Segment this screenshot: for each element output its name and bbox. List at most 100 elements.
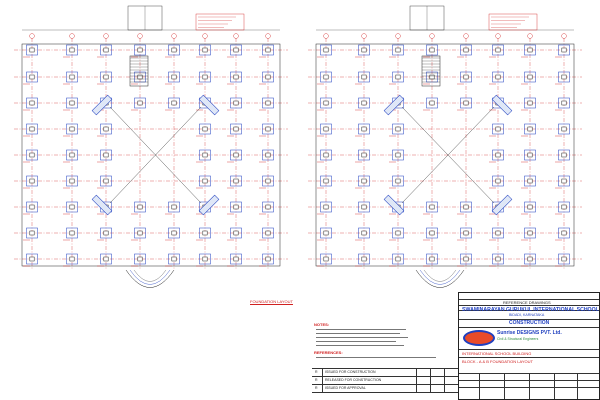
column-pedestal bbox=[137, 100, 143, 106]
footing-outline bbox=[392, 44, 404, 56]
column-footings bbox=[23, 44, 570, 267]
footing-outline bbox=[358, 123, 370, 135]
column-pedestal bbox=[463, 230, 469, 236]
project-name: INTERNATIONAL SCHOOL BUILDING bbox=[462, 351, 532, 356]
column-pedestal bbox=[233, 230, 239, 236]
footing-outline bbox=[262, 253, 274, 265]
column-pedestal bbox=[171, 256, 177, 262]
column-pedestal bbox=[29, 230, 35, 236]
grid-bubble bbox=[395, 33, 401, 39]
column-pedestal bbox=[233, 100, 239, 106]
column-pedestal bbox=[429, 204, 435, 210]
column-pedestal bbox=[495, 74, 501, 80]
footing-outline bbox=[262, 175, 274, 187]
column-pedestal bbox=[361, 204, 367, 210]
column-pedestal bbox=[361, 47, 367, 53]
core-wall bbox=[91, 94, 113, 116]
footing-outline bbox=[492, 175, 504, 187]
column-pedestal bbox=[233, 47, 239, 53]
column-pedestal bbox=[69, 230, 75, 236]
footing-outline bbox=[66, 201, 78, 213]
footing-outline bbox=[524, 44, 536, 56]
column-pedestal bbox=[69, 152, 75, 158]
column-pedestal bbox=[171, 204, 177, 210]
footing-outline bbox=[66, 175, 78, 187]
column-pedestal bbox=[527, 204, 533, 210]
footing-outline bbox=[358, 175, 370, 187]
column-pedestal bbox=[171, 100, 177, 106]
revision-no: R bbox=[315, 386, 318, 390]
footing-outline bbox=[558, 123, 570, 135]
revision-text: RELEASED FOR CONSTRUCTION bbox=[325, 378, 382, 382]
column-pedestal bbox=[395, 230, 401, 236]
grid-bubble bbox=[495, 33, 501, 39]
column-pedestal bbox=[527, 74, 533, 80]
footing-outline bbox=[460, 253, 472, 265]
column-pedestal bbox=[323, 230, 329, 236]
footing-outline bbox=[134, 97, 146, 109]
column-pedestal bbox=[202, 230, 208, 236]
revision-no: R bbox=[315, 370, 318, 374]
footing-outline bbox=[168, 71, 180, 83]
footing-outline bbox=[100, 149, 112, 161]
footing-outline bbox=[100, 253, 112, 265]
footing-outline bbox=[199, 149, 211, 161]
revision-col bbox=[416, 368, 417, 392]
column-pedestal bbox=[429, 47, 435, 53]
tb-col bbox=[479, 373, 480, 399]
entrance-arcs bbox=[125, 269, 465, 288]
footing-outline bbox=[199, 227, 211, 239]
footing-outline bbox=[558, 227, 570, 239]
column-pedestal bbox=[202, 152, 208, 158]
notes-panel: NOTES: REFERENCES: R ISSUED FOR CONSTRUC… bbox=[312, 320, 458, 398]
column-pedestal bbox=[69, 100, 75, 106]
callout-box bbox=[488, 13, 538, 31]
footing-outline bbox=[426, 44, 438, 56]
stair-outline bbox=[421, 55, 441, 87]
footing-outline bbox=[134, 227, 146, 239]
column-pedestal bbox=[561, 126, 567, 132]
footing-outline bbox=[262, 227, 274, 239]
column-pedestal bbox=[395, 74, 401, 80]
column-pedestal bbox=[265, 256, 271, 262]
column-pedestal bbox=[69, 74, 75, 80]
footing-outline bbox=[358, 201, 370, 213]
column-pedestal bbox=[323, 204, 329, 210]
column-pedestal bbox=[361, 100, 367, 106]
footing-outline bbox=[320, 44, 332, 56]
column-pedestal bbox=[361, 178, 367, 184]
footing-outline bbox=[524, 71, 536, 83]
footing-outline bbox=[460, 201, 472, 213]
references-line bbox=[316, 357, 436, 358]
footing-outline bbox=[558, 201, 570, 213]
footing-outline bbox=[199, 175, 211, 187]
column-pedestal bbox=[69, 204, 75, 210]
column-pedestal bbox=[463, 256, 469, 262]
footing-outline bbox=[460, 97, 472, 109]
tb-col bbox=[529, 373, 530, 399]
footing-outline bbox=[134, 201, 146, 213]
footing-outline bbox=[320, 201, 332, 213]
column-pedestal bbox=[103, 47, 109, 53]
column-pedestal bbox=[265, 178, 271, 184]
core-wall bbox=[491, 194, 513, 216]
footing-outline bbox=[100, 71, 112, 83]
footing-outline bbox=[358, 227, 370, 239]
column-pedestal bbox=[527, 230, 533, 236]
column-pedestal bbox=[323, 256, 329, 262]
column-pedestal bbox=[233, 204, 239, 210]
footing-outline bbox=[320, 97, 332, 109]
column-pedestal bbox=[495, 230, 501, 236]
column-pedestal bbox=[527, 256, 533, 262]
column-pedestal bbox=[103, 126, 109, 132]
footing-outline bbox=[460, 71, 472, 83]
column-pedestal bbox=[265, 204, 271, 210]
revision-rule bbox=[312, 368, 458, 369]
column-pedestal bbox=[395, 256, 401, 262]
grid-bubble bbox=[265, 33, 271, 39]
footing-outline bbox=[230, 253, 242, 265]
footing-outline bbox=[558, 44, 570, 56]
entrance-step bbox=[423, 269, 457, 282]
consultant-subtitle: Civil & Structural Engineers bbox=[497, 337, 539, 341]
